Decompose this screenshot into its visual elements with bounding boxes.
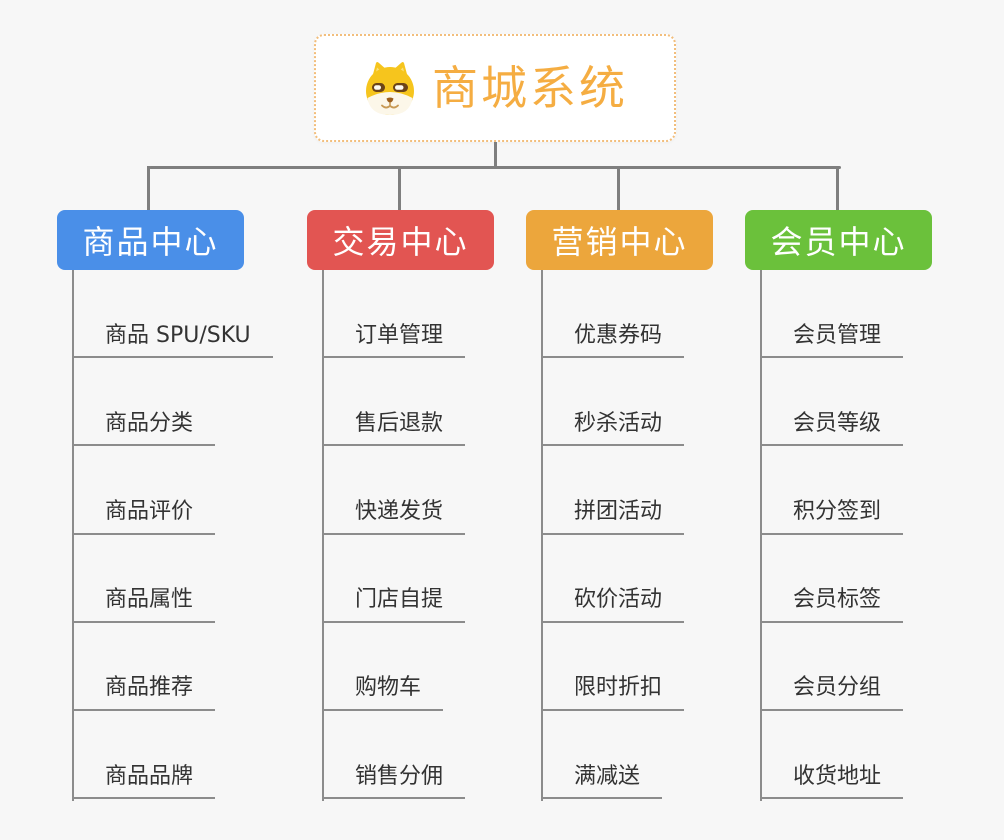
branch-header-node-2[interactable]: 营销中心	[526, 210, 713, 270]
branch-items-list: 订单管理售后退款快递发货门店自提购物车销售分佣	[307, 270, 557, 800]
child-node-2-4[interactable]: 限时折扣	[541, 674, 685, 711]
branch-item-row: 销售分佣	[307, 711, 557, 800]
branch-header-node-3[interactable]: 会员中心	[745, 210, 932, 270]
child-node-0-0[interactable]: 商品 SPU/SKU	[72, 322, 273, 359]
branch-child-connector-line	[72, 270, 74, 801]
horizontal-rail-line	[148, 166, 841, 169]
child-node-2-0[interactable]: 优惠券码	[541, 322, 685, 359]
branch-items-list: 商品 SPU/SKU 商品分类商品评价商品属性商品推荐商品品牌	[57, 270, 307, 800]
branch-item-row: 积分签到	[745, 446, 995, 535]
child-node-1-0[interactable]: 订单管理	[322, 322, 466, 359]
child-node-0-4[interactable]: 商品推荐	[72, 674, 216, 711]
branch-items-list: 优惠券码秒杀活动拼团活动砍价活动限时折扣满减送	[526, 270, 776, 800]
branch-item-row: 商品评价	[57, 446, 307, 535]
branch-label: 商品中心	[82, 223, 219, 261]
branch-item-row: 商品 SPU/SKU	[57, 270, 307, 359]
branch-item-row: 商品属性	[57, 535, 307, 623]
branch-column-2: 营销中心 优惠券码秒杀活动拼团活动砍价活动限时折扣满减送	[526, 210, 776, 801]
branch-child-connector-line	[322, 270, 324, 801]
child-node-3-2[interactable]: 积分签到	[760, 498, 904, 535]
child-node-2-5[interactable]: 满减送	[541, 763, 663, 800]
branch-item-row: 售后退款	[307, 358, 557, 447]
branch-item-row: 会员标签	[745, 535, 995, 623]
branch-child-connector-line	[760, 270, 762, 801]
child-node-0-3[interactable]: 商品属性	[72, 586, 216, 623]
child-node-0-1[interactable]: 商品分类	[72, 410, 216, 447]
branch-item-row: 会员管理	[745, 270, 995, 359]
branch-header-node-0[interactable]: 商品中心	[57, 210, 244, 270]
child-node-0-2[interactable]: 商品评价	[72, 498, 216, 535]
branch-item-row: 会员分组	[745, 623, 995, 711]
branch-column-0: 商品中心 商品 SPU/SKU 商品分类商品评价商品属性商品推荐商品品牌	[57, 210, 307, 801]
branch-item-row: 商品推荐	[57, 623, 307, 711]
branch-label: 会员中心	[770, 223, 907, 261]
child-node-2-2[interactable]: 拼团活动	[541, 498, 685, 535]
branch-item-row: 会员等级	[745, 358, 995, 447]
branch-item-row: 限时折扣	[526, 623, 776, 711]
branch-stub-line-0	[147, 166, 150, 210]
branch-item-row: 快递发货	[307, 446, 557, 535]
branch-item-row: 购物车	[307, 623, 557, 711]
root-node-mall-system[interactable]: 商城系统	[314, 34, 676, 142]
root-vertical-line	[494, 142, 497, 169]
branch-label: 交易中心	[332, 223, 469, 261]
branch-item-row: 门店自提	[307, 535, 557, 623]
branch-column-1: 交易中心 订单管理售后退款快递发货门店自提购物车销售分佣	[307, 210, 557, 801]
branch-header-node-1[interactable]: 交易中心	[307, 210, 494, 270]
child-node-3-1[interactable]: 会员等级	[760, 410, 904, 447]
branch-item-row: 满减送	[526, 711, 776, 800]
child-node-1-5[interactable]: 销售分佣	[322, 763, 466, 800]
child-node-3-0[interactable]: 会员管理	[760, 322, 904, 359]
branch-item-row: 砍价活动	[526, 535, 776, 623]
branch-item-row: 拼团活动	[526, 446, 776, 535]
branch-label: 营销中心	[551, 223, 688, 261]
dog-face-icon	[366, 62, 414, 115]
branch-stub-line-2	[617, 166, 620, 210]
child-node-3-5[interactable]: 收货地址	[760, 763, 904, 800]
branch-items-list: 会员管理会员等级积分签到会员标签会员分组收货地址	[745, 270, 995, 800]
child-node-1-4[interactable]: 购物车	[322, 674, 444, 711]
branch-column-3: 会员中心 会员管理会员等级积分签到会员标签会员分组收货地址	[745, 210, 995, 801]
child-node-2-1[interactable]: 秒杀活动	[541, 410, 685, 447]
child-node-2-3[interactable]: 砍价活动	[541, 586, 685, 623]
child-node-3-4[interactable]: 会员分组	[760, 674, 904, 711]
branch-item-row: 收货地址	[745, 711, 995, 800]
branch-stub-line-1	[397, 166, 401, 210]
branch-stub-line-3	[836, 166, 839, 210]
child-node-3-3[interactable]: 会员标签	[760, 586, 904, 623]
child-node-1-2[interactable]: 快递发货	[322, 498, 466, 535]
branch-item-row: 订单管理	[307, 270, 557, 359]
child-node-1-3[interactable]: 门店自提	[322, 586, 466, 623]
branch-child-connector-line	[541, 270, 543, 801]
branch-item-row: 商品分类	[57, 358, 307, 447]
branch-item-row: 商品品牌	[57, 711, 307, 800]
branch-item-row: 优惠券码	[526, 270, 776, 359]
child-node-0-5[interactable]: 商品品牌	[72, 763, 216, 800]
child-node-1-1[interactable]: 售后退款	[322, 410, 466, 447]
branch-item-row: 秒杀活动	[526, 358, 776, 447]
root-node-title: 商城系统	[432, 61, 628, 115]
